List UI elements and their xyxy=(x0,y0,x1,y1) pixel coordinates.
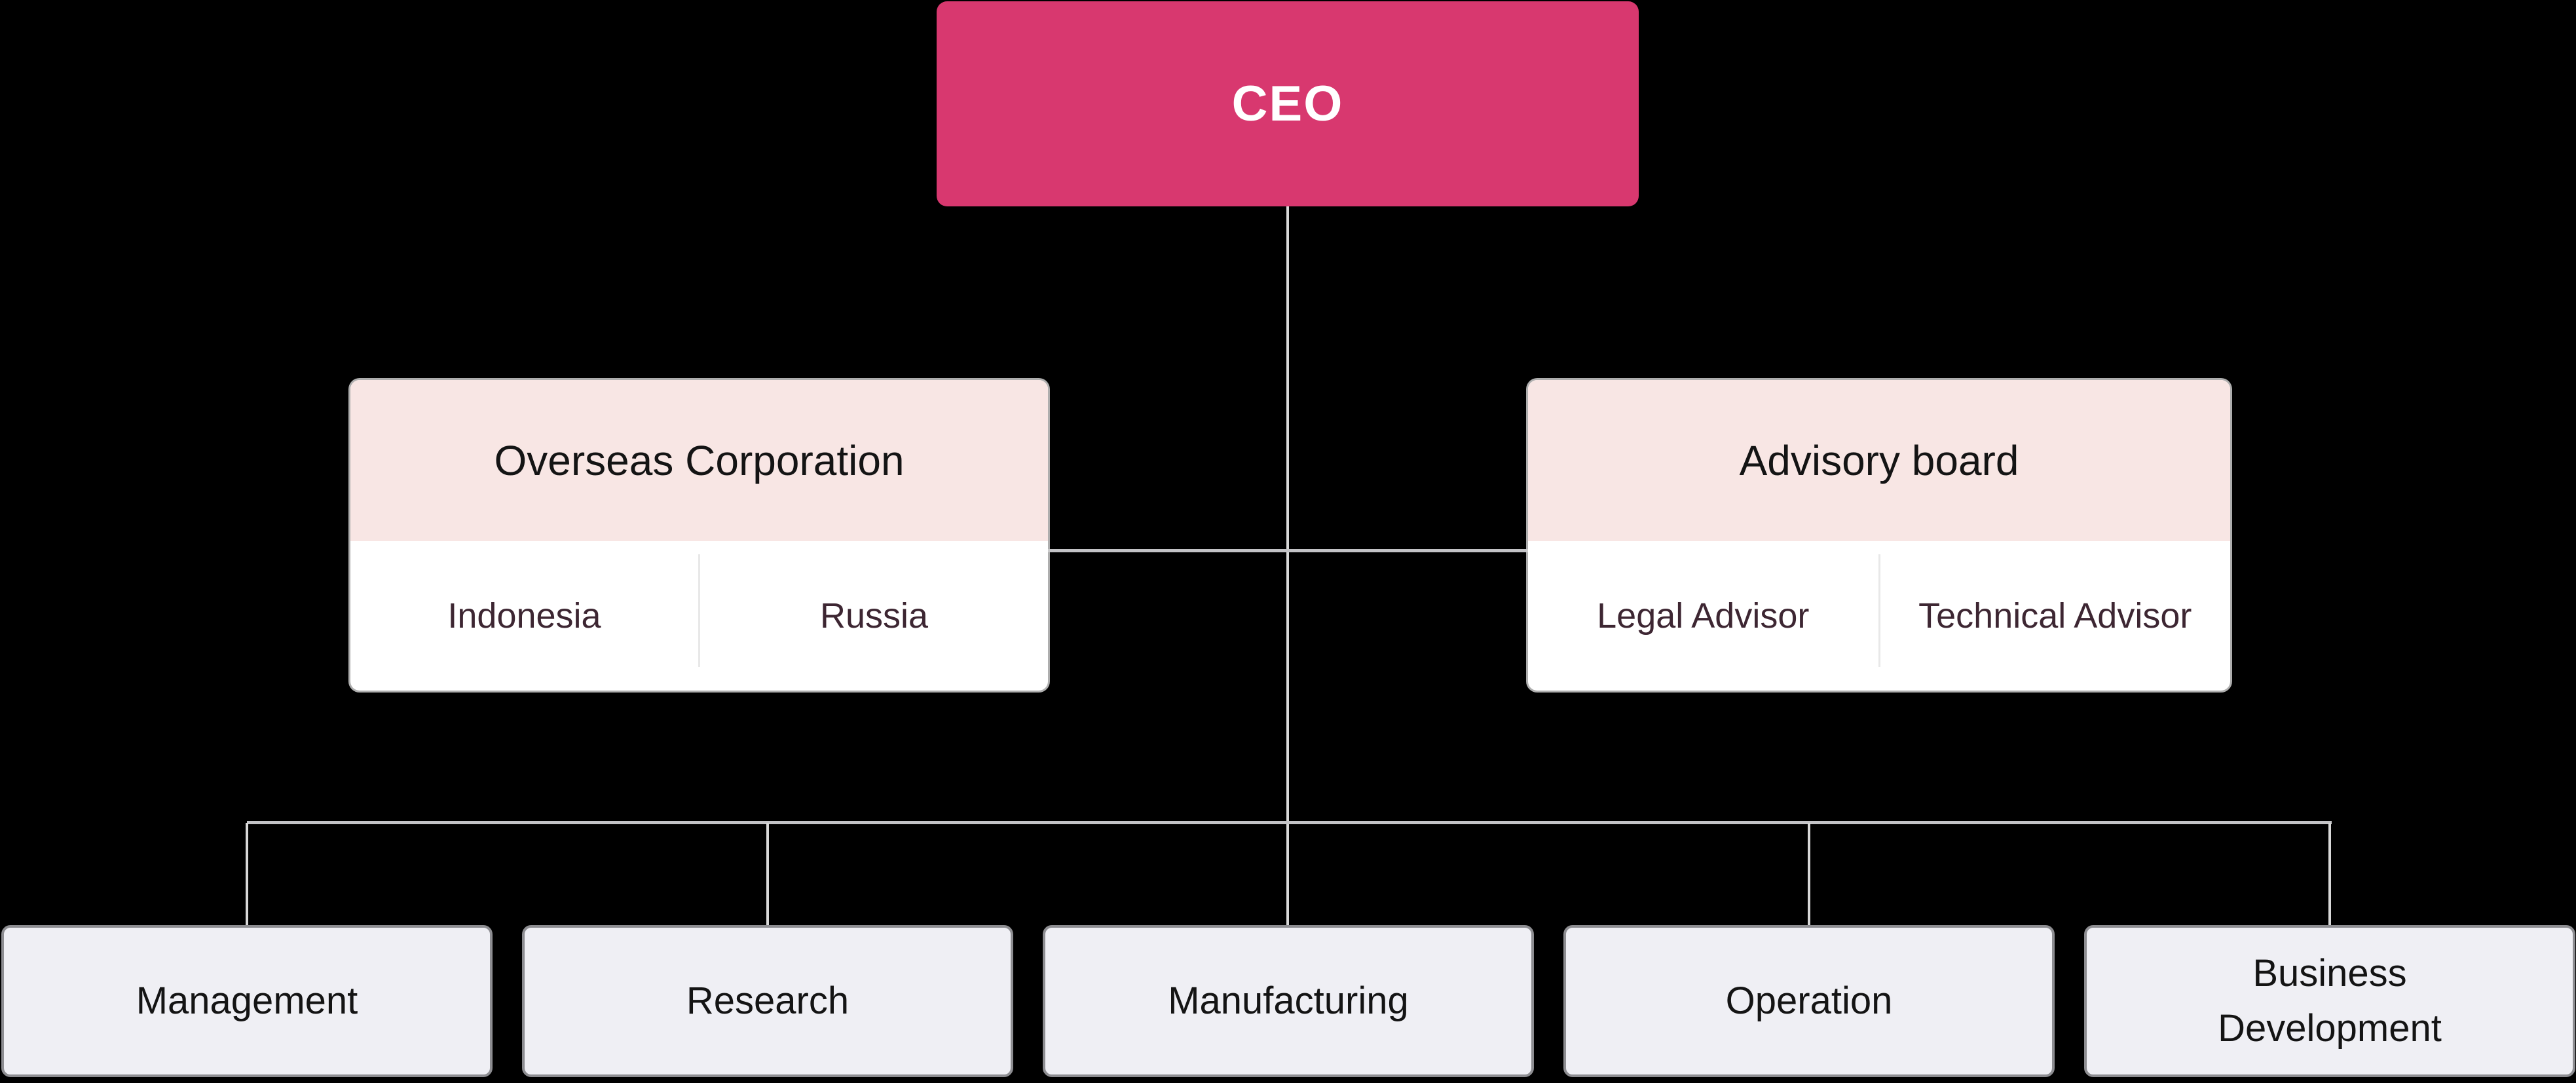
member-label-technical-advisor: Technical Advisor xyxy=(1918,596,2192,636)
overseas-corporation-body: Indonesia Russia xyxy=(350,541,1048,691)
member-label-legal-advisor: Legal Advisor xyxy=(1597,596,1810,636)
node-research-label: Research xyxy=(686,979,849,1022)
member-cell-legal-advisor[interactable]: Legal Advisor xyxy=(1528,541,1878,691)
member-label-indonesia: Indonesia xyxy=(447,596,601,636)
connector-drop-business-development xyxy=(2328,823,2331,925)
member-label-russia: Russia xyxy=(819,596,929,636)
node-manufacturing-label: Manufacturing xyxy=(1168,979,1409,1022)
node-ceo[interactable]: CEO xyxy=(937,1,1639,206)
cell-divider xyxy=(1878,554,1880,667)
node-management[interactable]: Management xyxy=(1,925,493,1077)
node-research[interactable]: Research xyxy=(522,925,1013,1077)
node-operation[interactable]: Operation xyxy=(1563,925,2055,1077)
connector-drop-research xyxy=(766,823,769,925)
node-business-development-label: Business Development xyxy=(2218,951,2442,1050)
node-ceo-label: CEO xyxy=(1231,76,1344,132)
member-cell-technical-advisor[interactable]: Technical Advisor xyxy=(1880,541,2231,691)
member-cell-indonesia[interactable]: Indonesia xyxy=(350,541,698,691)
node-business-development[interactable]: Business Development xyxy=(2084,925,2575,1077)
node-management-label: Management xyxy=(136,979,358,1022)
connector-departments-horizontal xyxy=(247,821,2332,824)
advisory-board-header: Advisory board xyxy=(1528,380,2230,541)
advisory-board-title: Advisory board xyxy=(1739,437,2019,484)
overseas-corporation-header: Overseas Corporation xyxy=(350,380,1048,541)
connector-groups-horizontal xyxy=(1048,549,1528,552)
advisory-board-body: Legal Advisor Technical Advisor xyxy=(1528,541,2230,691)
node-operation-label: Operation xyxy=(1725,979,1893,1022)
overseas-corporation-title: Overseas Corporation xyxy=(494,437,905,484)
connector-drop-operation xyxy=(1808,823,1810,925)
member-cell-russia[interactable]: Russia xyxy=(700,541,1048,691)
node-overseas-corporation[interactable]: Overseas Corporation Indonesia Russia xyxy=(350,380,1048,691)
connector-ceo-vertical xyxy=(1286,206,1289,925)
connector-drop-management xyxy=(246,823,248,925)
cell-divider xyxy=(698,554,700,667)
node-advisory-board[interactable]: Advisory board Legal Advisor Technical A… xyxy=(1528,380,2230,691)
node-manufacturing[interactable]: Manufacturing xyxy=(1043,925,1534,1077)
